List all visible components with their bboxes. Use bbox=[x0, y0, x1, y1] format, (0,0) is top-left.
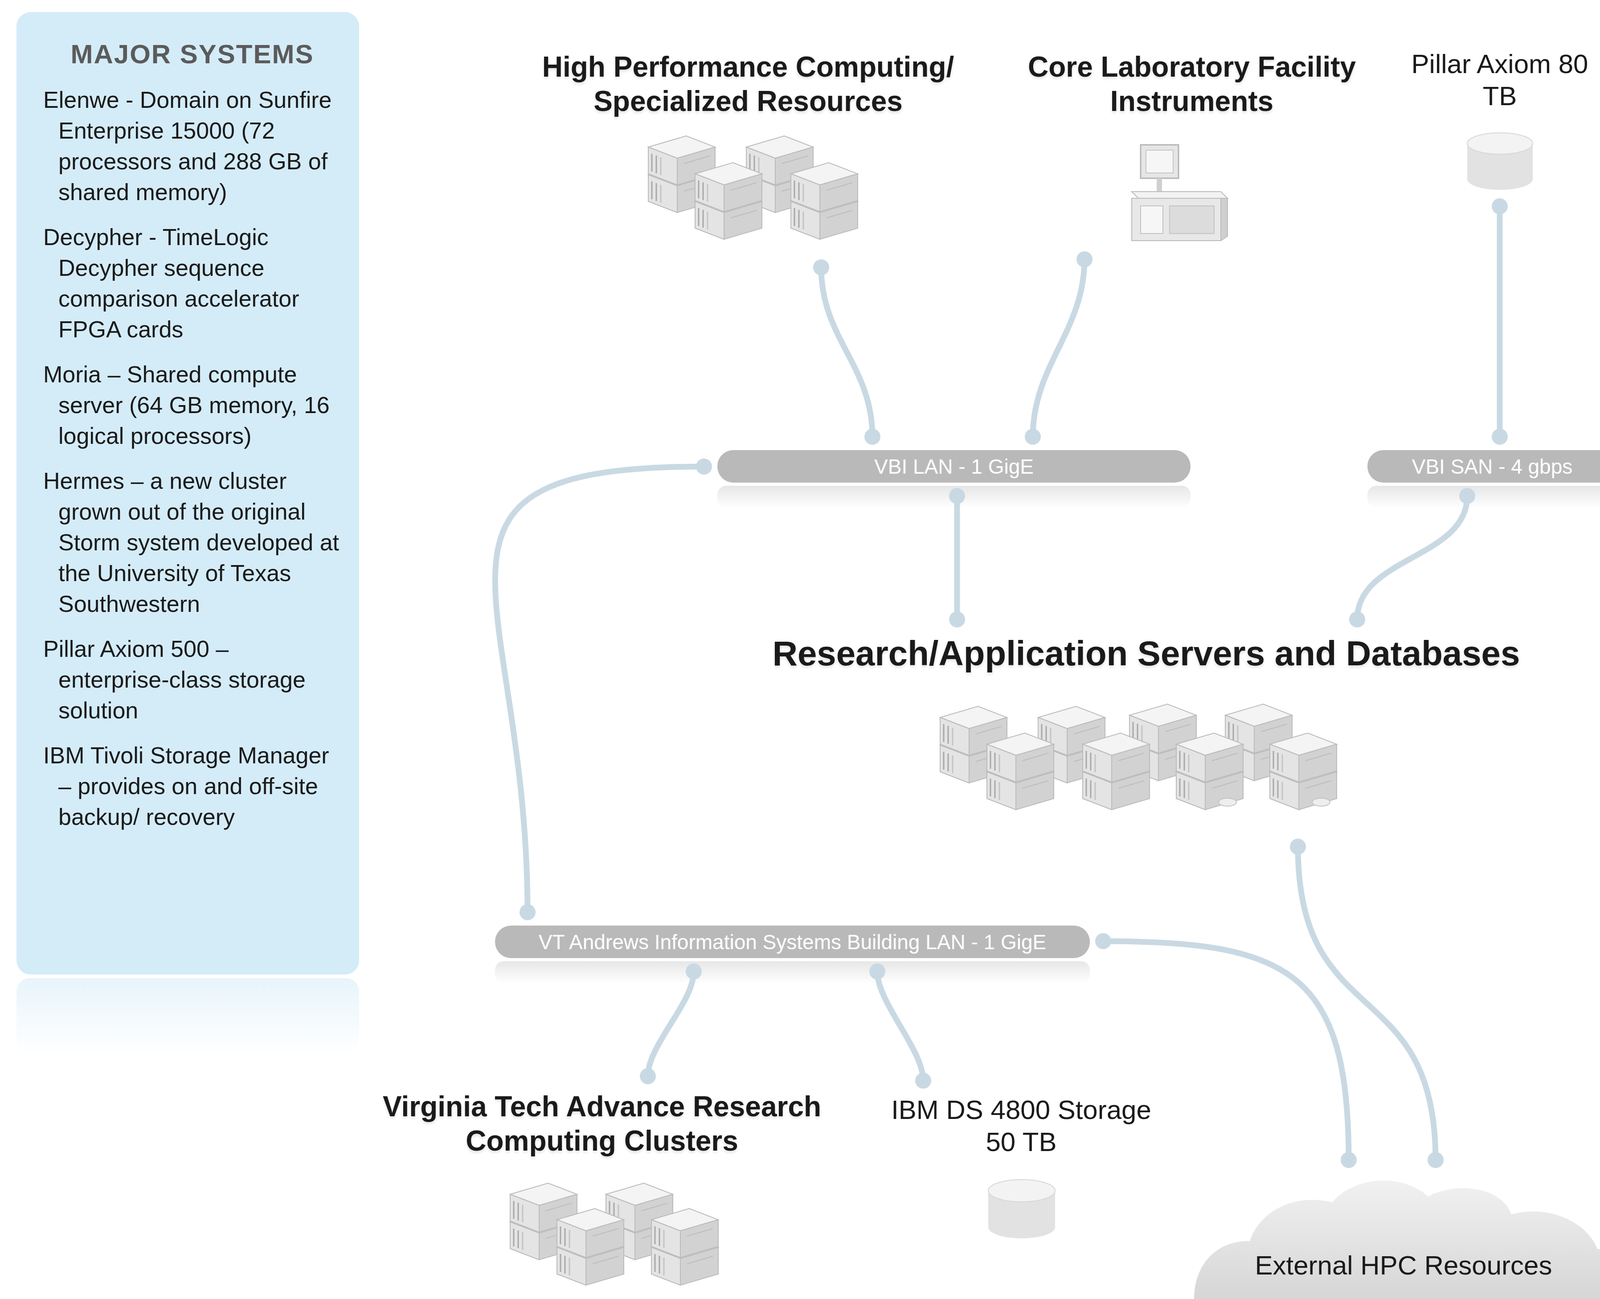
link-line bbox=[954, 495, 961, 620]
network-link bbox=[869, 963, 932, 1089]
node-label: Research/Application Servers and Databas… bbox=[712, 632, 1580, 675]
band-reflection bbox=[495, 961, 1090, 984]
link-dot bbox=[864, 428, 881, 445]
link-dot bbox=[685, 963, 702, 980]
link-dot bbox=[869, 963, 886, 980]
link-dot bbox=[1459, 487, 1476, 504]
link-line bbox=[495, 466, 704, 913]
lan-band: VBI LAN - 1 GigE bbox=[717, 450, 1191, 483]
system-entry: Moria – Shared compute server (64 GB mem… bbox=[43, 359, 342, 452]
link-dot bbox=[1427, 1151, 1444, 1168]
link-line bbox=[1103, 941, 1349, 1160]
link-line bbox=[1357, 495, 1468, 620]
link-dot bbox=[1491, 198, 1508, 215]
link-dot bbox=[949, 487, 966, 504]
network-link bbox=[1289, 838, 1444, 1168]
node-label: VBI SAN - 4 gbps bbox=[1411, 454, 1573, 479]
node-label: Pillar Axiom 80 TB bbox=[1403, 48, 1596, 113]
link-dot bbox=[1076, 251, 1093, 268]
panel-heading: MAJOR SYSTEMS bbox=[43, 38, 342, 70]
network-link bbox=[813, 259, 881, 445]
link-line bbox=[1032, 259, 1085, 437]
network-link bbox=[1095, 932, 1357, 1168]
hpc-servers bbox=[648, 135, 858, 240]
network-link bbox=[639, 963, 702, 1085]
panel-reflection bbox=[16, 978, 360, 1054]
link-line bbox=[877, 971, 924, 1081]
link-dot bbox=[1024, 428, 1041, 445]
node-label: Core Laboratory Facility Instruments bbox=[991, 49, 1393, 119]
node-label: High Performance Computing/ Specialized … bbox=[511, 49, 985, 119]
storage-disk: Pillar Axiom 80 TB bbox=[1403, 48, 1596, 193]
link-dot bbox=[519, 904, 536, 921]
link-dot bbox=[915, 1072, 932, 1089]
network-link bbox=[1024, 251, 1093, 445]
link-dot bbox=[695, 458, 713, 475]
system-entry: Decypher - TimeLogic Decypher sequence c… bbox=[43, 221, 342, 345]
network-link bbox=[1491, 198, 1508, 445]
link-dot bbox=[813, 259, 830, 276]
link-line bbox=[647, 971, 694, 1077]
node-label: External HPC Resources bbox=[1194, 1249, 1600, 1281]
node-label: VT Andrews Information Systems Building … bbox=[538, 929, 1047, 954]
band-reflection bbox=[717, 485, 1191, 508]
cloud-shape: External HPC Resources bbox=[1194, 1173, 1600, 1299]
network-link bbox=[949, 487, 966, 628]
link-dot bbox=[639, 1068, 656, 1085]
link-dot bbox=[1340, 1151, 1357, 1168]
hpc-group: High Performance Computing/ Specialized … bbox=[511, 49, 985, 254]
link-line bbox=[1297, 846, 1436, 1160]
node-label: IBM DS 4800 Storage 50 TB bbox=[883, 1093, 1160, 1159]
system-entry: Pillar Axiom 500 – enterprise-class stor… bbox=[43, 633, 342, 726]
band-reflection bbox=[1367, 485, 1600, 508]
system-entry: Hermes – a new cluster grown out of the … bbox=[43, 465, 342, 620]
pillar-disk bbox=[1467, 132, 1533, 190]
link-line bbox=[1497, 206, 1503, 437]
node-label: VBI LAN - 1 GigE bbox=[874, 454, 1034, 479]
lab-group: Core Laboratory Facility Instruments bbox=[991, 49, 1393, 246]
cluster-group: Virginia Tech Advance Research Computing… bbox=[352, 1089, 852, 1299]
system-entry: Elenwe - Domain on Sunfire Enterprise 15… bbox=[43, 84, 342, 208]
storage-disk: IBM DS 4800 Storage 50 TB bbox=[883, 1093, 1160, 1241]
systems-panel: MAJOR SYSTEMS Elenwe - Domain on Sunfire … bbox=[16, 12, 360, 975]
server-group: Research/Application Servers and Databas… bbox=[712, 632, 1580, 834]
link-dot bbox=[949, 611, 966, 628]
lab-instrument bbox=[1131, 144, 1228, 241]
network-link bbox=[1349, 487, 1476, 628]
link-dot bbox=[1289, 838, 1306, 855]
network-link bbox=[495, 458, 713, 921]
ibm-disk bbox=[988, 1179, 1056, 1239]
system-entry: IBM Tivoli Storage Manager – provides on… bbox=[43, 740, 342, 833]
san-band: VBI SAN - 4 gbps bbox=[1367, 450, 1600, 483]
link-line bbox=[821, 267, 873, 437]
link-dot bbox=[1491, 428, 1508, 445]
link-dot bbox=[1349, 611, 1366, 628]
lan-band: VT Andrews Information Systems Building … bbox=[495, 925, 1090, 958]
research-servers bbox=[940, 703, 1337, 810]
link-dot bbox=[1095, 932, 1112, 950]
node-label: Virginia Tech Advance Research Computing… bbox=[352, 1089, 852, 1159]
vt-clusters bbox=[510, 1182, 719, 1285]
